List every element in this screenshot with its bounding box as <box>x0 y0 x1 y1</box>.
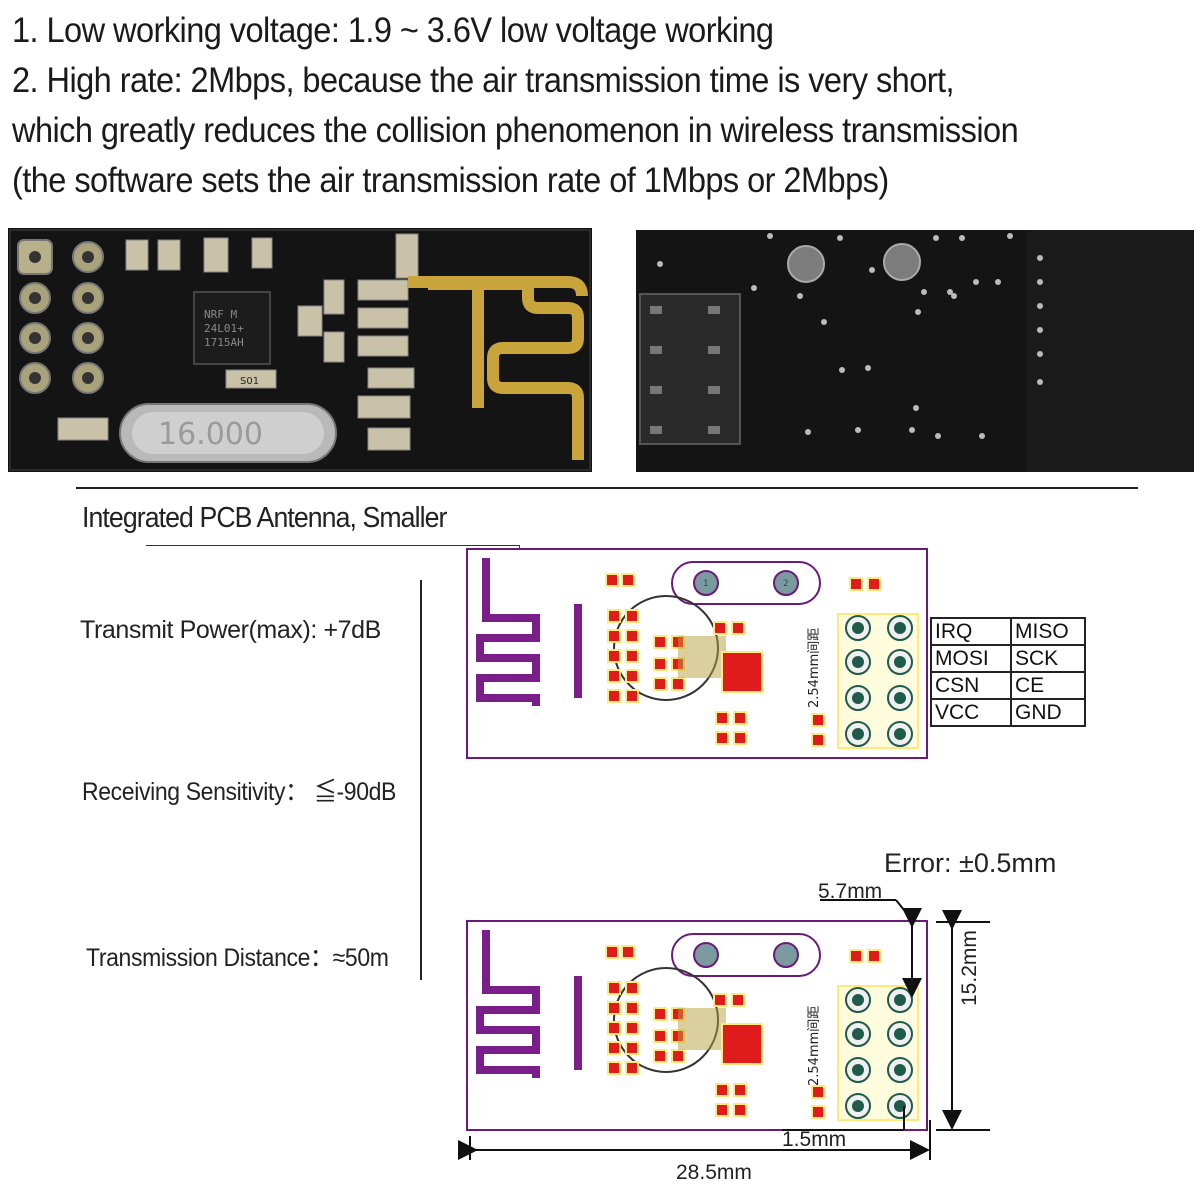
pin-ce: CE <box>1010 671 1086 700</box>
board-diagram-top: 1 2 2.54mm间距 <box>466 548 928 759</box>
divider-rule <box>76 487 1138 489</box>
dimension-15-2mm: 15.2mm <box>958 930 981 1006</box>
pin-miso: MISO <box>1010 617 1086 646</box>
pitch-label-top: 2.54mm间距 <box>807 628 822 708</box>
transmission-distance-label: Transmission Distance：≈50m <box>86 944 389 972</box>
intro-line-4: (the software sets the air transmission … <box>12 161 889 200</box>
pin-sck: SCK <box>1010 644 1086 673</box>
error-tolerance-label: Error: ±0.5mm <box>884 848 1057 878</box>
pinout-row: IRQ MISO <box>930 617 1086 646</box>
dimension-28-5mm: 28.5mm <box>676 1161 752 1184</box>
pin-gnd: GND <box>1010 698 1086 727</box>
part-text: S01 <box>240 376 259 387</box>
pin-mosi: MOSI <box>930 644 1012 673</box>
module-back-photo <box>636 230 1194 472</box>
intro-line-1: 1. Low working voltage: 1.9 ~ 3.6V low v… <box>12 11 774 50</box>
spec-divider-line <box>420 580 422 980</box>
pinout-table: IRQ MISO MOSI SCK CSN CE VCC GND <box>930 617 1086 727</box>
intro-line-3: which greatly reduces the collision phen… <box>12 111 1019 150</box>
pin-irq: IRQ <box>930 617 1012 646</box>
antenna-callout-horizontal <box>146 545 520 546</box>
chip-text-3: 1715AH <box>204 336 244 349</box>
pinout-row: MOSI SCK <box>930 644 1086 673</box>
chip-text-2: 24L01+ <box>204 322 244 335</box>
antenna-label: Integrated PCB Antenna, Smaller <box>82 502 447 534</box>
pin-vcc: VCC <box>930 698 1012 727</box>
intro-line-2: 2. High rate: 2Mbps, because the air tra… <box>12 61 955 100</box>
transmit-power-label: Transmit Power(max): +7dB <box>80 616 381 644</box>
hole-label-2: 2 <box>783 579 789 589</box>
pinout-row: VCC GND <box>930 698 1086 727</box>
receiving-sensitivity-label: Receiving Sensitivity： ≦-90dB <box>82 778 397 806</box>
dimension-1-5mm: 1.5mm <box>782 1128 847 1151</box>
module-front-photo: NRF M 24L01+ 1715AH S01 16.000 <box>8 228 592 472</box>
pinout-row: CSN CE <box>930 671 1086 700</box>
pitch-label-bottom: 2.54mm间距 <box>807 1006 822 1086</box>
crystal-text: 16.000 <box>158 417 263 452</box>
hole-label-1: 1 <box>703 579 709 589</box>
board-diagram-bottom: 2.54mm间距 <box>466 920 928 1131</box>
chip-text-1: NRF M <box>204 308 237 321</box>
dimension-5-7mm: 5.7mm <box>818 880 883 903</box>
pin-csn: CSN <box>930 671 1012 700</box>
intro-text: 1. Low working voltage: 1.9 ~ 3.6V low v… <box>12 6 1192 206</box>
